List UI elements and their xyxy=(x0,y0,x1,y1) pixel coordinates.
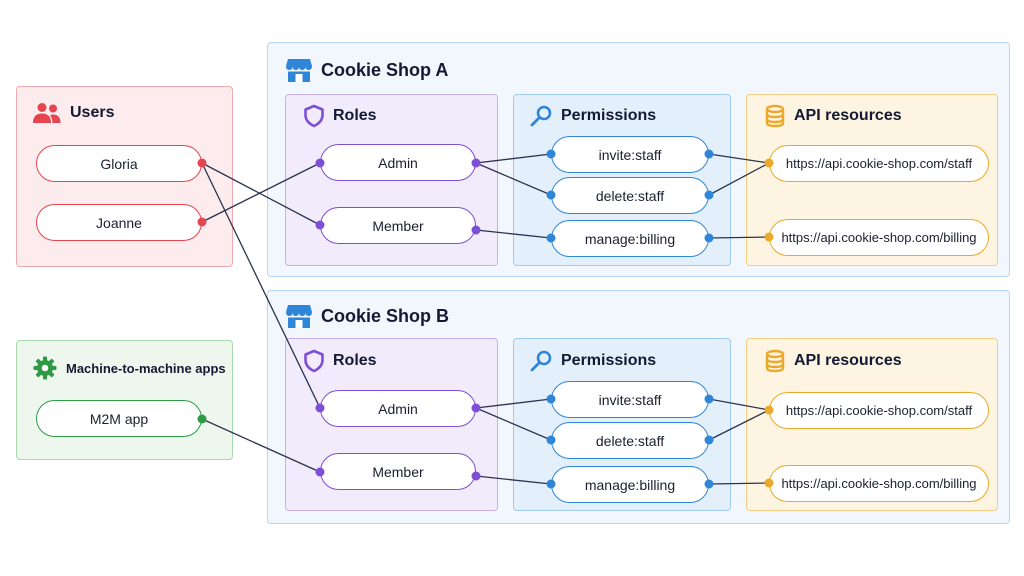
database-icon xyxy=(765,104,785,128)
wire-a-delete-api-staff xyxy=(708,162,770,196)
shop-a-permissions-title-text: Permissions xyxy=(561,107,657,124)
shop-b-perm-invite-staff[interactable]: invite:staff xyxy=(551,381,709,418)
database-icon xyxy=(765,349,785,373)
wire-b-invite-api-staff xyxy=(708,398,770,411)
store-icon xyxy=(286,305,312,328)
key-icon xyxy=(530,350,552,372)
user-gloria[interactable]: Gloria xyxy=(36,145,202,182)
user-joanne[interactable]: Joanne xyxy=(36,204,202,241)
shop-a-role-admin[interactable]: Admin xyxy=(320,144,476,181)
shop-b-api-title-text: API resources xyxy=(794,352,902,369)
shop-b-role-admin[interactable]: Admin xyxy=(320,390,476,427)
connector-dot xyxy=(704,233,714,243)
connector-dot xyxy=(471,158,481,168)
wire-b-admin-invite xyxy=(475,398,552,409)
shop-a-perm-manage-billing[interactable]: manage:billing xyxy=(551,220,709,257)
connector-dot xyxy=(546,149,556,159)
shop-a-api-staff[interactable]: https://api.cookie-shop.com/staff xyxy=(769,145,989,182)
wire-b-admin-delete xyxy=(475,407,552,441)
wire-a-invite-api-staff xyxy=(708,153,770,164)
connector-dot xyxy=(546,435,556,445)
connector-dot xyxy=(471,403,481,413)
connector-dot xyxy=(704,394,714,404)
shop-a-title-text: Cookie Shop A xyxy=(321,59,449,80)
wire-gloria-shop-b-admin xyxy=(201,162,321,409)
connector-dot xyxy=(764,405,774,415)
wire-joanne-shop-a-admin xyxy=(201,162,321,223)
connector-dot xyxy=(315,403,325,413)
connector-dot xyxy=(704,190,714,200)
wire-b-delete-api-staff xyxy=(708,409,770,441)
shop-b-roles-title: Roles xyxy=(303,349,377,373)
connector-dot xyxy=(197,217,207,227)
shop-b-title-text: Cookie Shop B xyxy=(321,305,450,326)
shop-b-role-member[interactable]: Member xyxy=(320,453,476,490)
connector-dot xyxy=(546,479,556,489)
wire-a-member-billing xyxy=(475,229,552,239)
shop-b-title: Cookie Shop B xyxy=(285,303,449,329)
shop-b-api-staff[interactable]: https://api.cookie-shop.com/staff xyxy=(769,392,989,429)
wire-a-admin-invite xyxy=(475,153,552,164)
wire-b-member-billing xyxy=(475,475,552,485)
connector-dot xyxy=(315,220,325,230)
connector-dot xyxy=(546,190,556,200)
connector-dot xyxy=(704,435,714,445)
connector-dot xyxy=(197,414,207,424)
connector-dot xyxy=(764,478,774,488)
connector-dot xyxy=(471,471,481,481)
shield-icon xyxy=(304,104,324,128)
connector-dot xyxy=(546,233,556,243)
shop-a-roles-title: Roles xyxy=(303,104,377,128)
users-title-text: Users xyxy=(70,104,115,121)
connector-dot xyxy=(315,467,325,477)
m2m-title: Machine-to-machine apps xyxy=(32,355,226,381)
shop-a-perm-invite-staff[interactable]: invite:staff xyxy=(551,136,709,173)
shop-a-title: Cookie Shop A xyxy=(285,57,448,83)
shield-icon xyxy=(304,349,324,373)
connector-dot xyxy=(546,394,556,404)
gear-icon xyxy=(33,356,57,380)
shop-a-role-member[interactable]: Member xyxy=(320,207,476,244)
connector-dot xyxy=(704,479,714,489)
store-icon xyxy=(286,59,312,82)
m2m-app[interactable]: M2M app xyxy=(36,400,202,437)
shop-b-api-billing[interactable]: https://api.cookie-shop.com/billing xyxy=(769,465,989,502)
shop-a-perm-delete-staff[interactable]: delete:staff xyxy=(551,177,709,214)
connector-dot xyxy=(764,232,774,242)
wire-gloria-shop-a-member xyxy=(201,162,321,226)
shop-a-permissions-title: Permissions xyxy=(529,104,656,128)
shop-a-api-title-text: API resources xyxy=(794,107,902,124)
users-icon xyxy=(33,103,61,123)
connector-dot xyxy=(704,149,714,159)
shop-b-api-title: API resources xyxy=(764,349,902,373)
m2m-title-text: Machine-to-machine apps xyxy=(66,360,226,376)
users-title: Users xyxy=(32,101,114,125)
wire-m2m-shop-b-member xyxy=(201,418,321,473)
shop-b-permissions-title-text: Permissions xyxy=(561,352,657,369)
shop-b-roles-title-text: Roles xyxy=(333,352,377,369)
connector-dot xyxy=(764,158,774,168)
key-icon xyxy=(530,105,552,127)
wire-a-admin-delete xyxy=(475,162,552,196)
connector-dot xyxy=(197,158,207,168)
shop-b-permissions-title: Permissions xyxy=(529,349,656,373)
wire-a-billing-api-billing xyxy=(708,236,770,239)
connector-dot xyxy=(471,225,481,235)
connector-dot xyxy=(315,158,325,168)
shop-a-api-title: API resources xyxy=(764,104,902,128)
wire-b-billing-api-billing xyxy=(708,482,770,485)
shop-a-api-billing[interactable]: https://api.cookie-shop.com/billing xyxy=(769,219,989,256)
shop-a-roles-title-text: Roles xyxy=(333,107,377,124)
